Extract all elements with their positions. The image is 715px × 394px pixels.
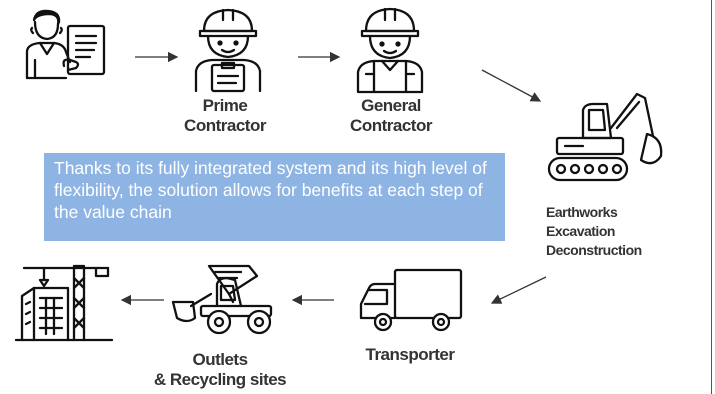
outlets-label: Outlets & Recycling sites [153, 350, 287, 389]
client-with-document-icon [25, 9, 106, 80]
worker-with-helmet-icon [356, 7, 424, 94]
worker-with-clipboard-icon [194, 8, 262, 93]
building-crane-icon [14, 264, 114, 342]
excavator-icon [547, 92, 663, 182]
arrow-general-to-earthworks [481, 69, 542, 102]
earthworks-label: Earthworks Excavation Deconstruction [546, 204, 642, 258]
callout-text: Thanks to its fully integrated system an… [54, 158, 487, 222]
right-edge-divider [711, 0, 712, 394]
arrow-earthworks-to-transporter [490, 276, 547, 304]
wheel-loader-icon [171, 264, 273, 335]
value-chain-callout: Thanks to its fully integrated system an… [44, 153, 505, 241]
prime-contractor-label: Prime Contractor [184, 96, 266, 135]
truck-icon [359, 268, 463, 332]
transporter-label: Transporter [365, 345, 455, 364]
general-contractor-label: General Contractor [350, 96, 432, 135]
